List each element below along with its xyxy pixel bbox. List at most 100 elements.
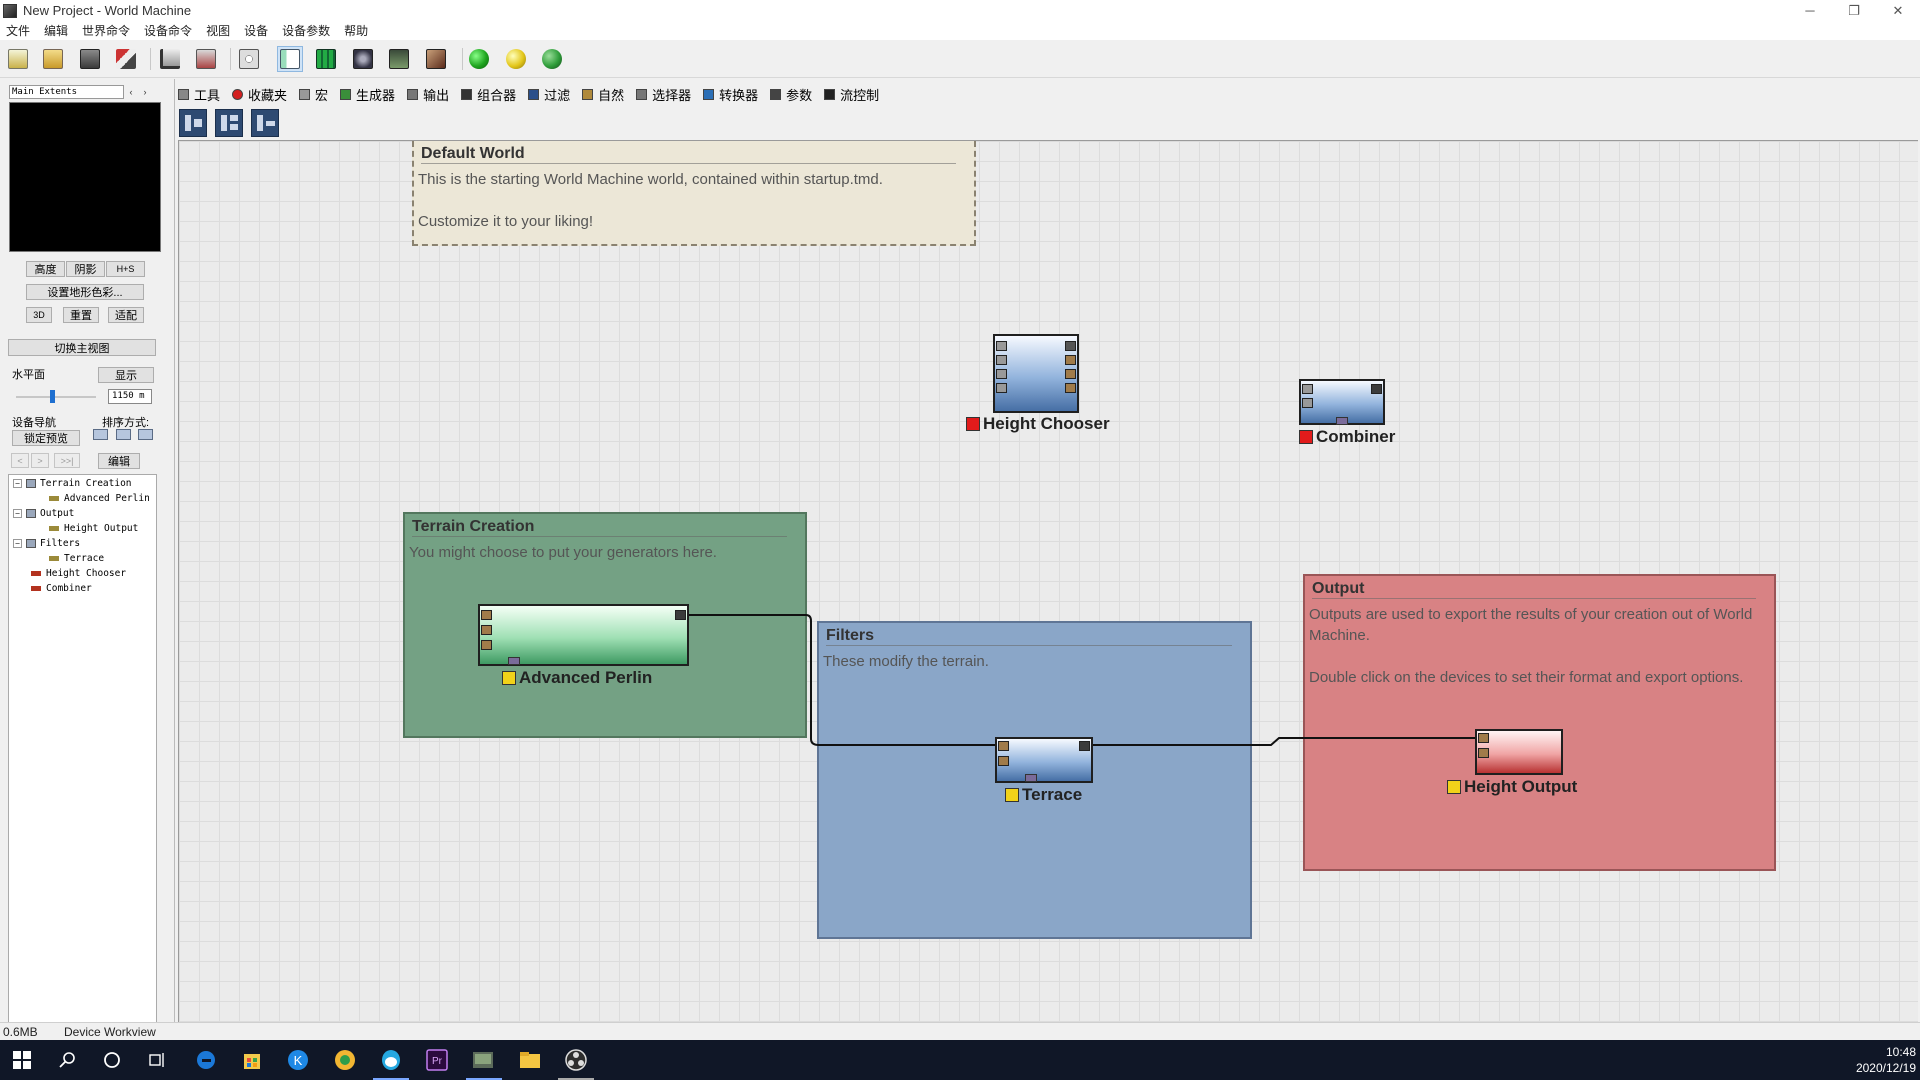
store-icon[interactable]: [240, 1048, 264, 1072]
tab-generators[interactable]: 生成器: [340, 85, 395, 104]
output-port[interactable]: [675, 610, 686, 620]
tab-favorites[interactable]: 收藏夹: [232, 85, 287, 104]
advanced-perlin-device[interactable]: Advanced Perlin: [478, 604, 698, 694]
menu-device-params[interactable]: 设备参数: [282, 22, 330, 39]
kugou-icon[interactable]: K: [286, 1048, 310, 1072]
reset-button[interactable]: 重置: [63, 307, 99, 323]
device-workview-canvas[interactable]: Default World This is the starting World…: [178, 140, 1918, 1022]
windows-start-icon[interactable]: [10, 1048, 34, 1072]
output-port[interactable]: [1065, 383, 1076, 393]
tree-group-filters[interactable]: −Filters: [13, 537, 80, 550]
open-folder-icon[interactable]: [40, 46, 66, 72]
input-port[interactable]: [1302, 398, 1313, 408]
fit-button[interactable]: 适配: [108, 307, 144, 323]
save-icon[interactable]: [77, 46, 103, 72]
chrome-like-icon[interactable]: [333, 1048, 357, 1072]
tab-output[interactable]: 输出: [407, 85, 449, 104]
render-icon[interactable]: [386, 46, 412, 72]
tree-item-height-chooser[interactable]: Height Chooser: [31, 567, 126, 580]
new-file-icon[interactable]: [5, 46, 31, 72]
file-explorer-icon[interactable]: [518, 1048, 542, 1072]
settings-icon[interactable]: [113, 46, 139, 72]
tab-macros[interactable]: 宏: [299, 85, 328, 104]
sort-list-icon[interactable]: [93, 429, 108, 440]
device-workview-icon[interactable]: [277, 46, 303, 72]
task-view-icon[interactable]: [145, 1048, 169, 1072]
mask-port[interactable]: [1025, 774, 1037, 782]
premiere-icon[interactable]: Pr: [425, 1048, 449, 1072]
input-port[interactable]: [1478, 733, 1489, 743]
menu-file[interactable]: 文件: [6, 22, 30, 39]
input-port[interactable]: [996, 369, 1007, 379]
input-port[interactable]: [996, 383, 1007, 393]
water-level-input[interactable]: 1150 m: [108, 389, 152, 404]
lock-preview-button[interactable]: 锁定预览: [12, 430, 80, 446]
menu-device-commands[interactable]: 设备命令: [144, 22, 192, 39]
device-tree[interactable]: −Terrain Creation Advanced Perlin −Outpu…: [8, 474, 157, 1080]
sort-group-icon[interactable]: [138, 429, 153, 440]
menu-view[interactable]: 视图: [206, 22, 230, 39]
water-slider-thumb[interactable]: [50, 390, 55, 403]
texture-icon[interactable]: [423, 46, 449, 72]
height-chooser-device[interactable]: Height Chooser: [993, 334, 1143, 434]
menu-world-commands[interactable]: 世界命令: [82, 22, 130, 39]
nav-back-button[interactable]: <: [11, 453, 29, 468]
world-machine-icon[interactable]: [471, 1048, 495, 1072]
minimize-button[interactable]: ─: [1788, 0, 1832, 21]
qq-icon[interactable]: [379, 1048, 403, 1072]
sort-type-icon[interactable]: [116, 429, 131, 440]
shadow-view-button[interactable]: 阴影: [66, 261, 105, 277]
tree-expander-icon[interactable]: −: [13, 539, 22, 548]
set-terrain-colors-button[interactable]: 设置地形色彩...: [26, 284, 144, 300]
combiner-device-icon[interactable]: [179, 109, 207, 137]
chooser-device-icon[interactable]: [215, 109, 243, 137]
extents-next-button[interactable]: ›: [138, 85, 152, 99]
input-port[interactable]: [1302, 384, 1313, 394]
close-button[interactable]: ✕: [1876, 0, 1920, 21]
input-port[interactable]: [998, 741, 1009, 751]
output-port[interactable]: [1371, 384, 1382, 394]
hs-view-button[interactable]: H+S: [106, 261, 145, 277]
height-view-button[interactable]: 高度: [26, 261, 65, 277]
green-orb-icon[interactable]: [466, 46, 492, 72]
water-slider-track[interactable]: [16, 396, 96, 398]
extents-select[interactable]: Main Extents: [9, 85, 124, 99]
tab-combiners[interactable]: 组合器: [461, 85, 516, 104]
nav-forward-button[interactable]: >: [31, 453, 49, 468]
output-port[interactable]: [1065, 355, 1076, 365]
input-port[interactable]: [1478, 748, 1489, 758]
maximize-button[interactable]: ❐: [1832, 0, 1876, 21]
height-output-device[interactable]: Height Output: [1475, 729, 1625, 799]
tab-converters[interactable]: 转换器: [703, 85, 758, 104]
system-clock[interactable]: 10:48 2020/12/19: [1856, 1044, 1916, 1076]
tree-item-terrace[interactable]: Terrace: [49, 552, 104, 565]
globe-icon[interactable]: [539, 46, 565, 72]
toggle-main-view-button[interactable]: 切换主视图: [8, 339, 156, 356]
tree-expander-icon[interactable]: −: [13, 509, 22, 518]
tree-expander-icon[interactable]: −: [13, 479, 22, 488]
edge-icon[interactable]: [194, 1048, 218, 1072]
tree-group-terrain-creation[interactable]: −Terrain Creation: [13, 477, 132, 490]
build-icon[interactable]: [193, 46, 219, 72]
yellow-orb-icon[interactable]: [503, 46, 529, 72]
tree-group-output[interactable]: −Output: [13, 507, 74, 520]
height-selector-device-icon[interactable]: [251, 109, 279, 137]
terrain-icon[interactable]: [157, 46, 183, 72]
output-port[interactable]: [1079, 741, 1090, 751]
tab-parameters[interactable]: 参数: [770, 85, 812, 104]
input-port[interactable]: [998, 756, 1009, 766]
tree-item-height-output[interactable]: Height Output: [49, 522, 138, 535]
tab-flow-control[interactable]: 流控制: [824, 85, 879, 104]
tree-item-advanced-perlin[interactable]: Advanced Perlin: [49, 492, 150, 505]
world-icon[interactable]: [350, 46, 376, 72]
show-water-button[interactable]: 显示: [98, 367, 154, 383]
mask-port[interactable]: [508, 657, 520, 665]
layout-icon[interactable]: [313, 46, 339, 72]
input-port[interactable]: [481, 640, 492, 650]
combiner-device[interactable]: Combiner: [1299, 379, 1439, 449]
mask-port[interactable]: [1336, 417, 1348, 425]
output-port[interactable]: [1065, 369, 1076, 379]
output-port[interactable]: [1065, 341, 1076, 351]
tab-natural[interactable]: 自然: [582, 85, 624, 104]
tab-filters[interactable]: 过滤: [528, 85, 570, 104]
